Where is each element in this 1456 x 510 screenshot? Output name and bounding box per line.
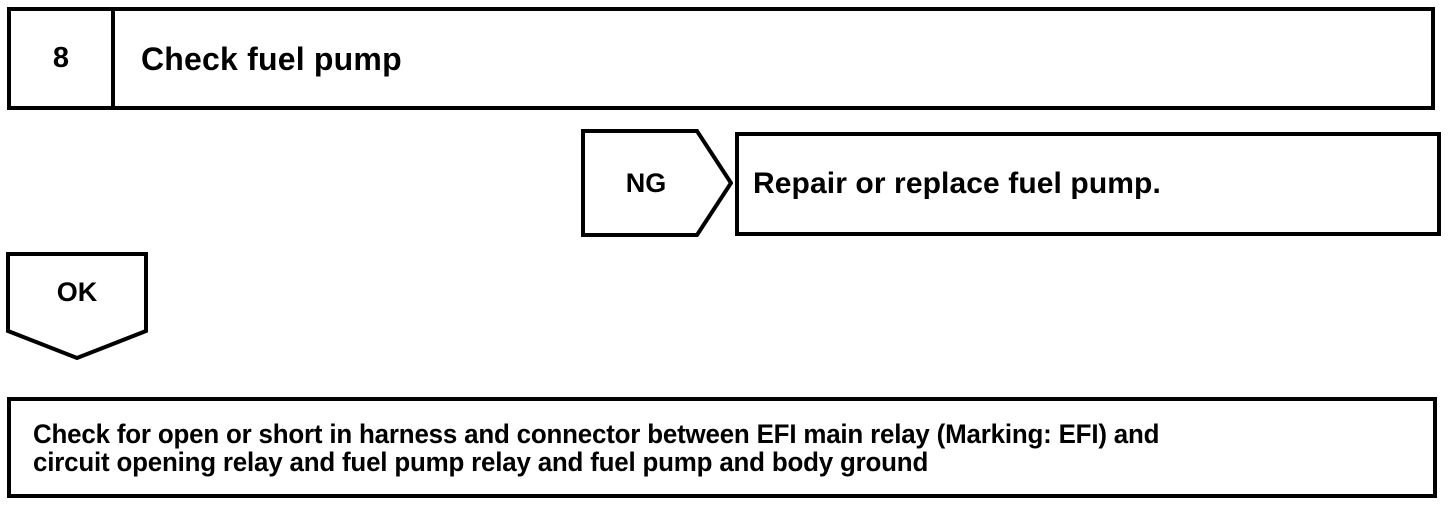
next-step-line-1: Check for open or short in harness and c…	[33, 418, 1160, 449]
next-step-box: Check for open or short in harness and c…	[7, 397, 1437, 498]
step-title: Check fuel pump	[141, 40, 402, 77]
step-title-cell: Check fuel pump	[115, 11, 1431, 106]
ok-branch-arrow	[5, 251, 149, 361]
step-number: 8	[52, 42, 70, 74]
ng-branch-arrow	[581, 129, 733, 237]
step-header-box: 8 Check fuel pump	[7, 7, 1435, 110]
next-step-line-2: circuit opening relay and fuel pump rela…	[33, 446, 929, 477]
ng-result-box: Repair or replace fuel pump.	[735, 132, 1441, 236]
ng-result-text: Repair or replace fuel pump.	[753, 167, 1161, 200]
step-number-cell: 8	[11, 11, 115, 106]
